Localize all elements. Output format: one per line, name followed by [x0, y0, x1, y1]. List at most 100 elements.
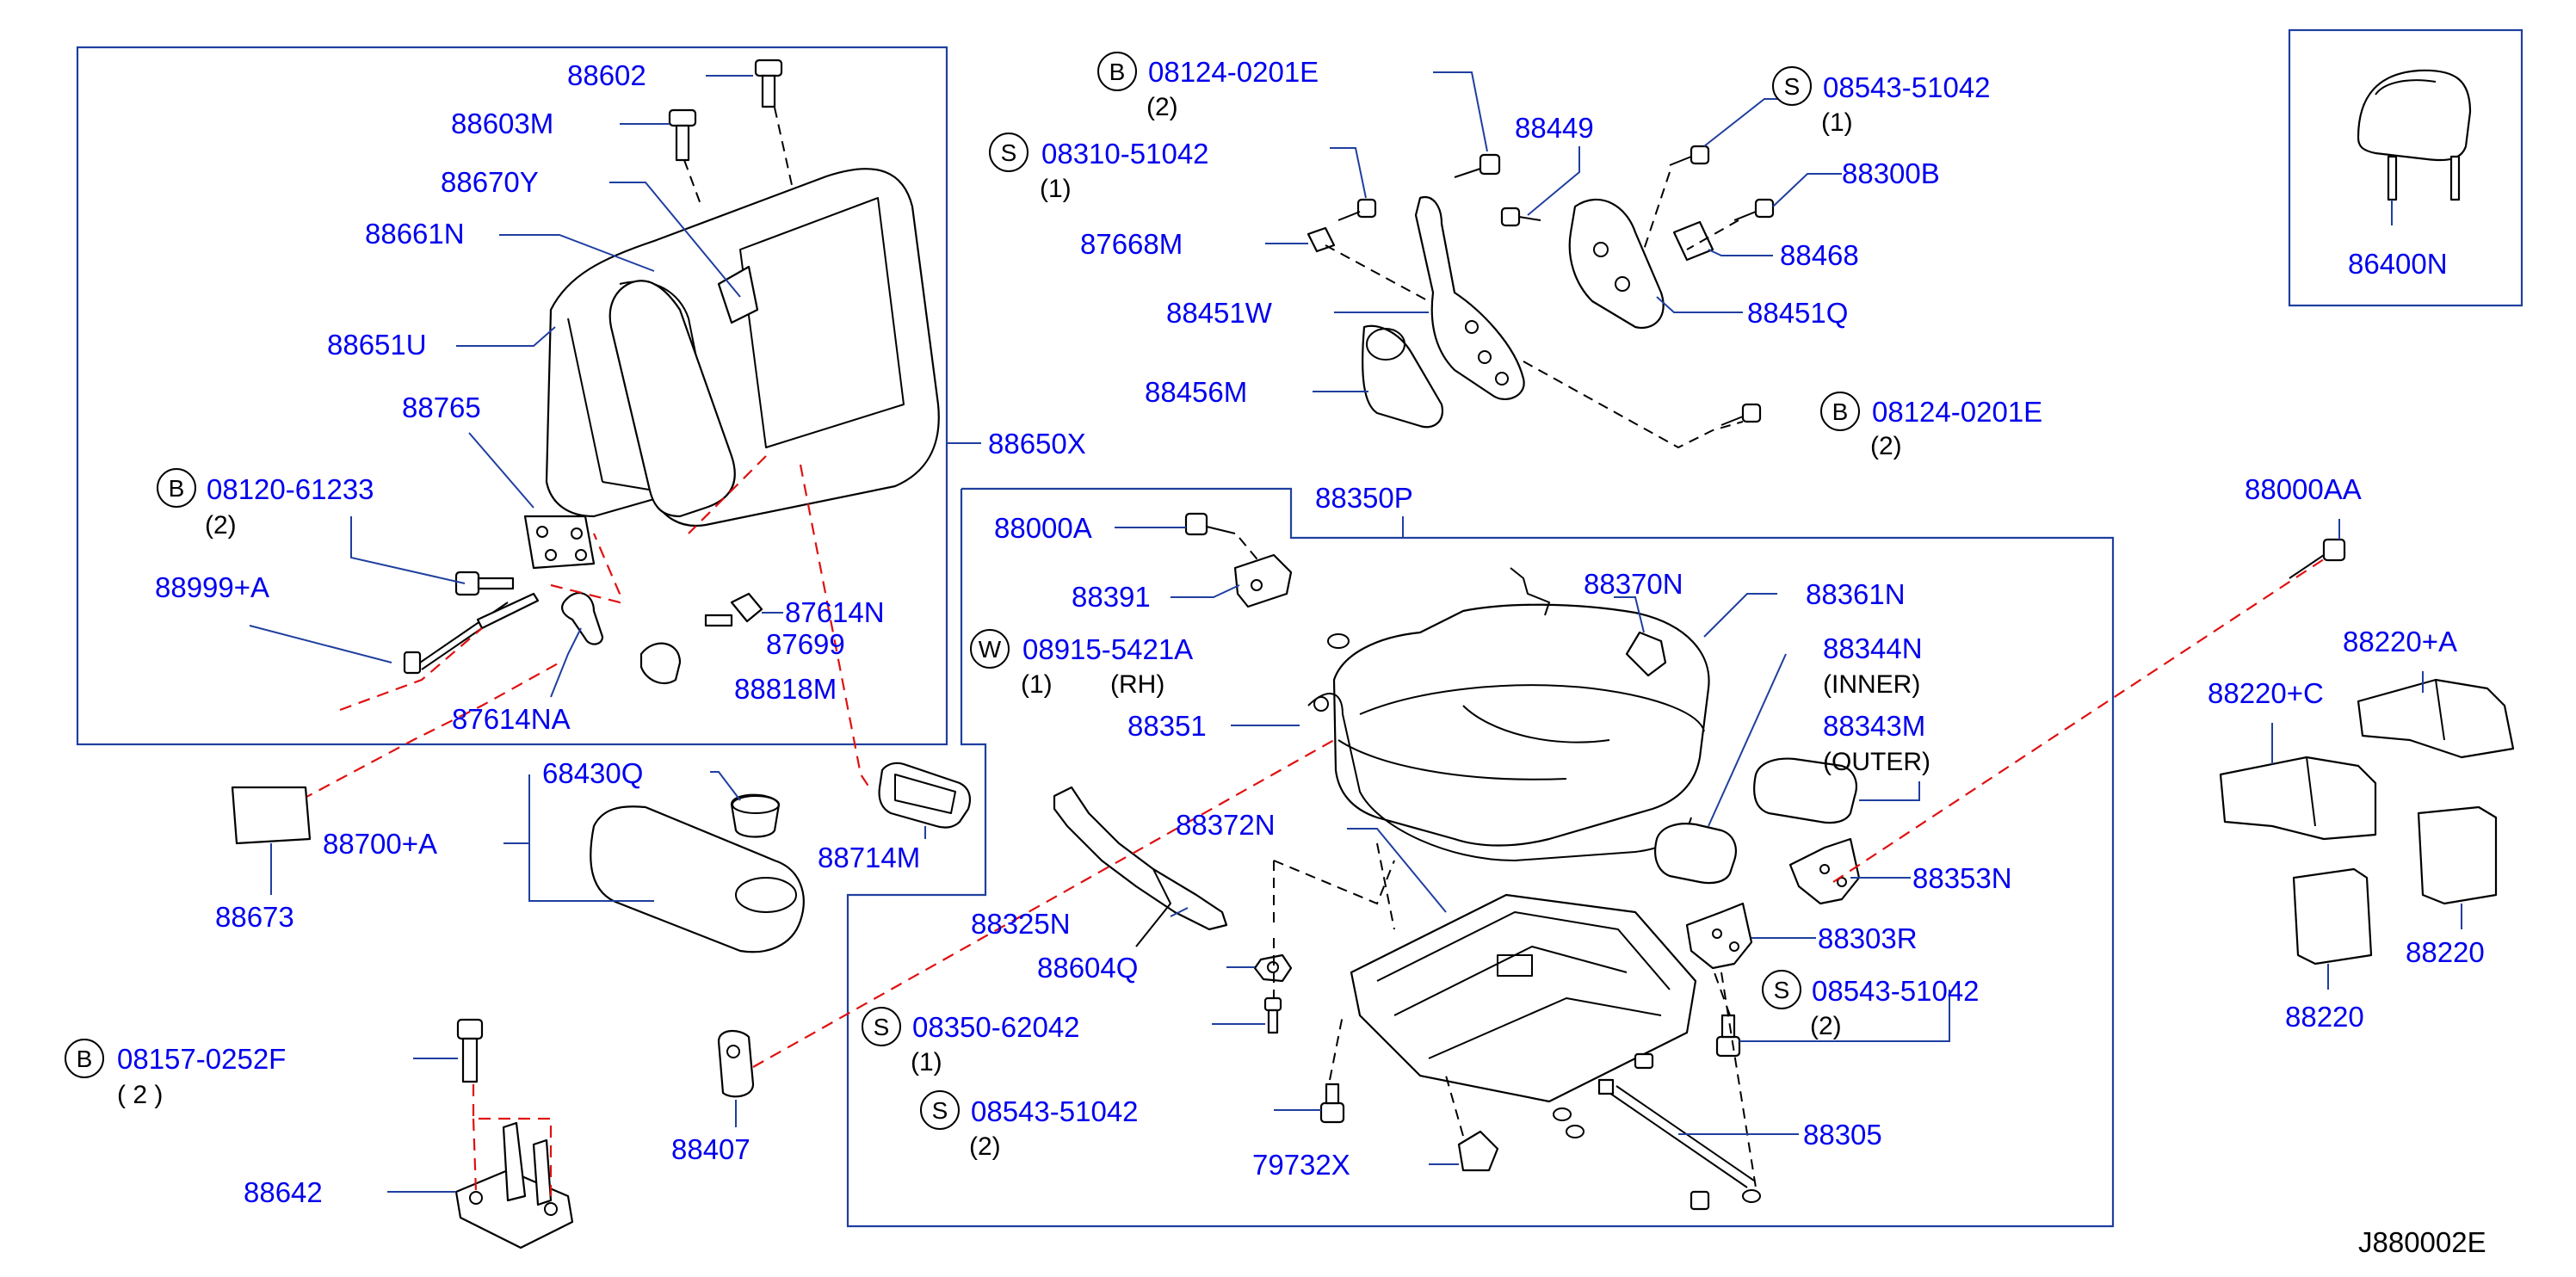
label-88303r: 88303R	[1818, 922, 1918, 954]
clip-79732x-icon	[1457, 1130, 1499, 1172]
qty-08350: (1)	[911, 1048, 942, 1077]
spring-pin-icon	[476, 592, 540, 630]
cover-88468-icon	[1672, 220, 1714, 262]
trim-88220c-icon	[2219, 756, 2377, 841]
label-88602: 88602	[567, 59, 646, 91]
svg-text:S: S	[1784, 73, 1801, 100]
svg-text:S: S	[874, 1014, 890, 1040]
label-outer: (OUTER)	[1823, 748, 1930, 776]
label-88700a: 88700+A	[323, 828, 437, 860]
marker-bolt-08157: B	[65, 1039, 104, 1078]
bracket-88303r-icon	[1685, 902, 1753, 970]
label-88449: 88449	[1515, 112, 1594, 144]
label-88325n: 88325N	[971, 908, 1071, 940]
svg-text:B: B	[1832, 398, 1849, 425]
svg-text:B: B	[169, 475, 185, 502]
qty-08120: (2)	[205, 511, 237, 540]
hinge-88765-icon	[523, 515, 596, 570]
bolt-08124-mid-icon	[1720, 403, 1762, 426]
label-rh: (RH)	[1110, 670, 1164, 699]
qty-08543-mid: (2)	[1810, 1012, 1842, 1040]
label-88220-right: 88220	[2406, 936, 2485, 968]
label-88651u: 88651U	[327, 329, 427, 361]
label-68430q: 68430Q	[542, 757, 643, 789]
bolt-08157-icon	[456, 1018, 484, 1083]
cup-68430q-icon	[730, 793, 781, 838]
label-08124-0201e-mid: 08124-0201E	[1872, 396, 2042, 428]
marker-screw-08543-top: S	[1772, 66, 1812, 106]
qty-08543-top: (1)	[1821, 108, 1853, 137]
rod-88370n-icon	[1510, 567, 1550, 616]
marker-bolt-08120: B	[157, 468, 196, 508]
label-88468: 88468	[1780, 239, 1859, 271]
label-88351: 88351	[1127, 710, 1207, 742]
label-88818m: 88818M	[734, 673, 837, 705]
marker-screw-08350: S	[862, 1007, 901, 1046]
svg-text:S: S	[1774, 977, 1790, 1003]
bolt-08120-61233-icon	[454, 571, 515, 596]
label-88343m: 88343M	[1823, 710, 1925, 742]
label-88642: 88642	[244, 1176, 323, 1208]
label-88370n: 88370N	[1584, 568, 1683, 600]
marker-screw-08543-bot: S	[920, 1090, 960, 1130]
label-88300b: 88300B	[1842, 157, 1940, 189]
bolt-08543-bot-icon	[1319, 1083, 1345, 1124]
label-08543-51042-top: 08543-51042	[1823, 71, 1991, 103]
label-08350-62042: 08350-62042	[912, 1011, 1080, 1043]
bolt-08350-icon	[1263, 996, 1282, 1034]
label-88361n: 88361N	[1806, 578, 1906, 610]
label-08543-51042-bot: 08543-51042	[971, 1095, 1139, 1127]
cover-88343m-icon	[1753, 757, 1857, 824]
trim-88220-left-icon	[2292, 867, 2373, 965]
svg-text:B: B	[1109, 59, 1126, 85]
label-88714m: 88714M	[818, 842, 920, 873]
belt-88325n-icon	[1053, 786, 1228, 947]
cushion-group-box	[846, 487, 2115, 1228]
marker-bolt-08124-top: B	[1097, 52, 1137, 91]
label-88391: 88391	[1072, 581, 1151, 613]
trim-88220a-icon	[2357, 678, 2515, 759]
headrest-86400n-icon	[2357, 69, 2472, 201]
label-88220c: 88220+C	[2208, 677, 2324, 709]
label-88000a: 88000A	[994, 512, 1092, 544]
nut-88604q-icon	[1253, 953, 1293, 983]
label-08157-0252f: 08157-0252F	[117, 1043, 286, 1075]
bolt-08310-icon	[1337, 198, 1377, 221]
bolt-88000a-icon	[1184, 512, 1236, 536]
label-08124-0201e-top: 08124-0201E	[1148, 56, 1319, 88]
qty-08124-top: (2)	[1146, 93, 1178, 121]
label-88305: 88305	[1803, 1119, 1882, 1151]
label-86400n: 86400N	[2348, 248, 2448, 280]
qty-08124-mid: (2)	[1870, 432, 1902, 460]
bolt-88602-icon	[754, 59, 793, 186]
seat-cushion-icon	[1332, 603, 1710, 847]
headrest-group-box	[2288, 28, 2523, 307]
label-88451q: 88451Q	[1747, 297, 1848, 329]
label-88344n: 88344N	[1823, 632, 1923, 664]
svg-text:S: S	[1001, 139, 1017, 166]
label-87614n: 87614N	[785, 596, 885, 628]
label-08120-61233: 08120-61233	[207, 473, 374, 505]
label-88765: 88765	[402, 392, 481, 423]
label-08543-51042-mid: 08543-51042	[1812, 975, 1980, 1007]
label-88220-left: 88220	[2285, 1001, 2364, 1033]
svg-text:S: S	[932, 1097, 948, 1124]
label-88451w: 88451W	[1166, 297, 1273, 329]
label-08915-5421a: 08915-5421A	[1022, 633, 1193, 665]
bolt-88603m-icon	[668, 108, 702, 207]
seatback-pad	[608, 280, 736, 518]
label-08310-51042: 08310-51042	[1041, 138, 1209, 170]
bracket-88451w-icon	[1414, 195, 1525, 400]
bracket-88353n-icon	[1788, 837, 1861, 905]
label-88353n: 88353N	[1912, 862, 2012, 894]
label-88407: 88407	[671, 1133, 751, 1165]
label-88350p: 88350P	[1315, 482, 1413, 514]
qty-08915: (1)	[1021, 670, 1053, 699]
bracket-88391-icon	[1233, 553, 1293, 608]
trim-88714m-icon	[878, 762, 972, 829]
marker-bolt-08124-mid: B	[1820, 392, 1860, 431]
qty-08543-bot: (2)	[969, 1132, 1001, 1161]
strap-87699-icon	[639, 642, 682, 685]
label-79732x: 79732X	[1252, 1149, 1350, 1181]
label-88670y: 88670Y	[441, 166, 539, 198]
